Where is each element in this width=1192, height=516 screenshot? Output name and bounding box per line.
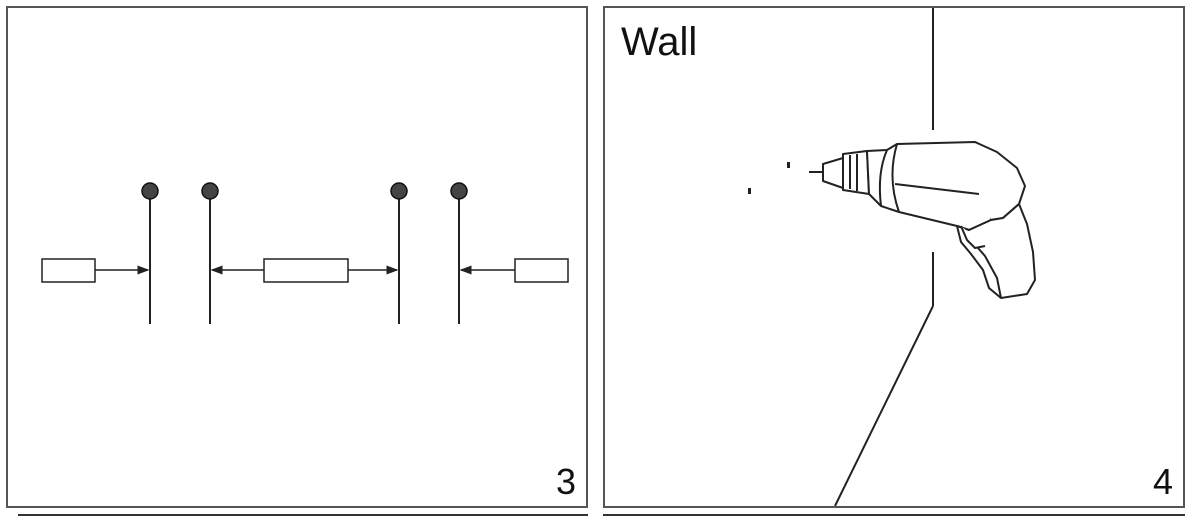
pin-head (450, 182, 468, 200)
divider (18, 514, 588, 516)
step-4-panel: Wall (603, 6, 1185, 508)
step-number: 4 (1152, 461, 1173, 502)
divider (603, 514, 1185, 516)
spacer-block (263, 258, 349, 283)
step-number: 3 (555, 461, 576, 502)
spacer-block (41, 258, 96, 283)
drill-icon (809, 141, 1036, 299)
pin-head (201, 182, 219, 200)
bracket-layout-diagram (41, 182, 569, 324)
pin-head (141, 182, 159, 200)
step-3-panel: 3 (6, 6, 588, 508)
pin-head (390, 182, 408, 200)
wall-corner-line (834, 305, 934, 506)
spacer-block (514, 258, 569, 283)
dust-dot (787, 162, 790, 168)
wall-label: Wall (621, 20, 698, 64)
drill-wall-illustration (748, 8, 1036, 506)
dust-dot (748, 188, 751, 194)
